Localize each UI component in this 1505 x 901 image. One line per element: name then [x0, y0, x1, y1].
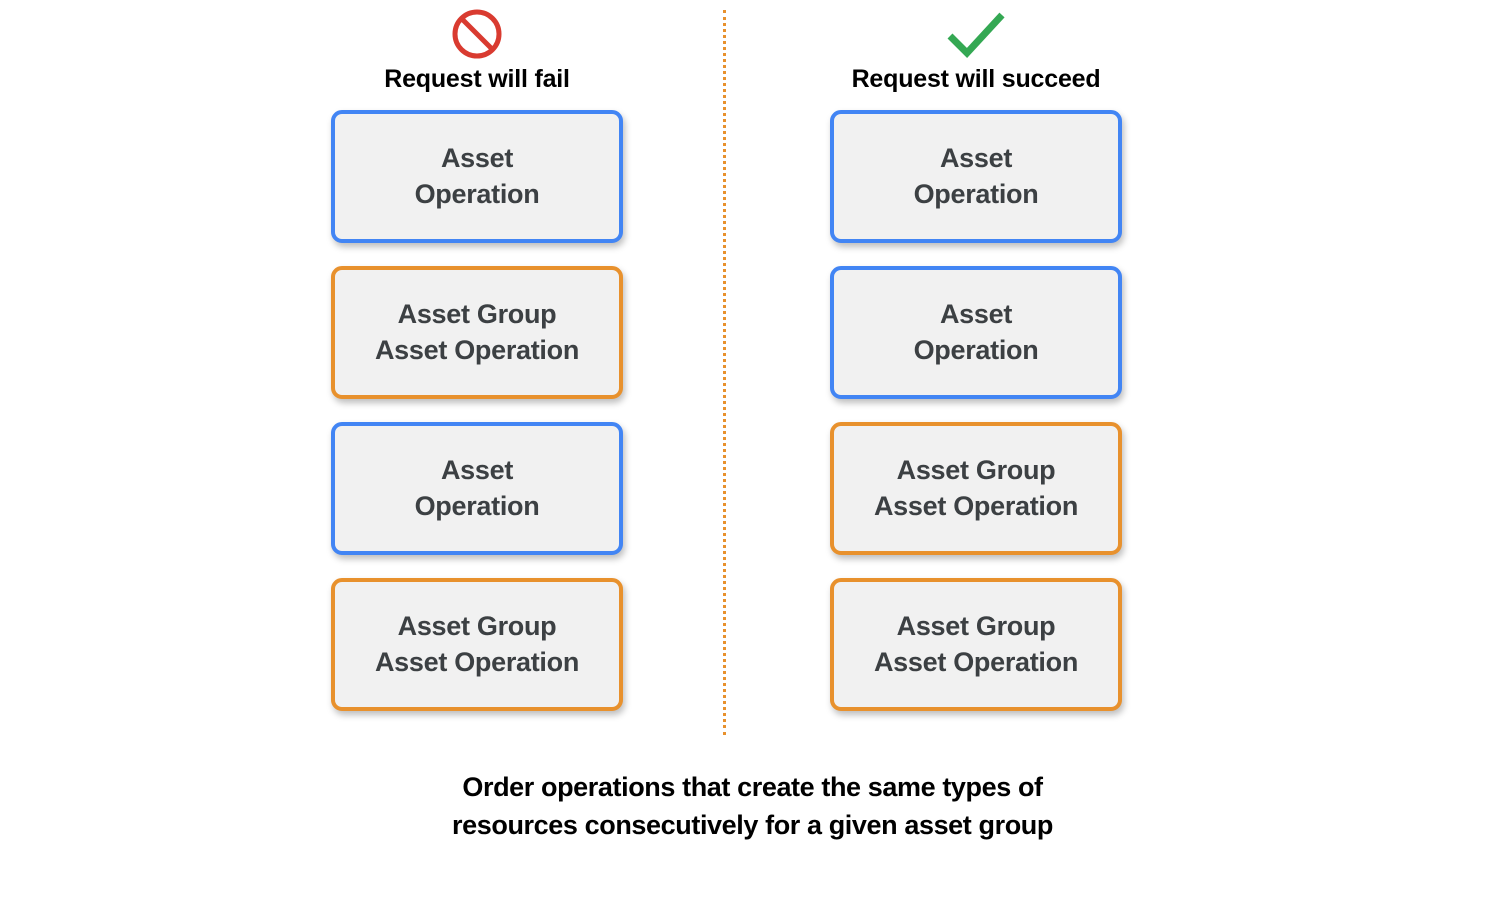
diagram-caption: Order operations that create the same ty…	[452, 772, 1053, 841]
column-title-fail: Request will fail	[384, 65, 570, 93]
node-label: Asset Group Asset Operation	[374, 610, 580, 677]
column-divider	[723, 10, 726, 735]
node-box[interactable]: Asset Group Asset Operation	[830, 422, 1122, 555]
column-header-succeed: Request will succeed	[790, 8, 1162, 94]
column-title-succeed: Request will succeed	[851, 65, 1101, 93]
node-label: Asset Group Asset Operation	[873, 454, 1079, 521]
node-box[interactable]: Asset Group Asset Operation	[331, 266, 623, 399]
prohibition-icon	[452, 9, 502, 59]
node-label: Asset Operation	[414, 454, 540, 521]
node-label: Asset Operation	[913, 142, 1039, 209]
node-label: Asset Operation	[414, 142, 540, 209]
column-header-fail: Request will fail	[291, 8, 663, 94]
node-label: Asset Group Asset Operation	[873, 610, 1079, 677]
node-box[interactable]: Asset Operation	[830, 110, 1122, 243]
node-label: Asset Group Asset Operation	[374, 298, 580, 365]
node-box[interactable]: Asset Operation	[830, 266, 1122, 399]
node-box[interactable]: Asset Operation	[331, 110, 623, 243]
checkmark-icon	[947, 12, 1005, 59]
node-label: Asset Operation	[913, 298, 1039, 365]
box-stack-fail: Asset Operation Asset Group Asset Operat…	[331, 110, 623, 734]
node-box[interactable]: Asset Group Asset Operation	[331, 578, 623, 711]
box-stack-succeed: Asset Operation Asset Operation Asset Gr…	[830, 110, 1122, 734]
node-box[interactable]: Asset Operation	[331, 422, 623, 555]
node-box[interactable]: Asset Group Asset Operation	[830, 578, 1122, 711]
